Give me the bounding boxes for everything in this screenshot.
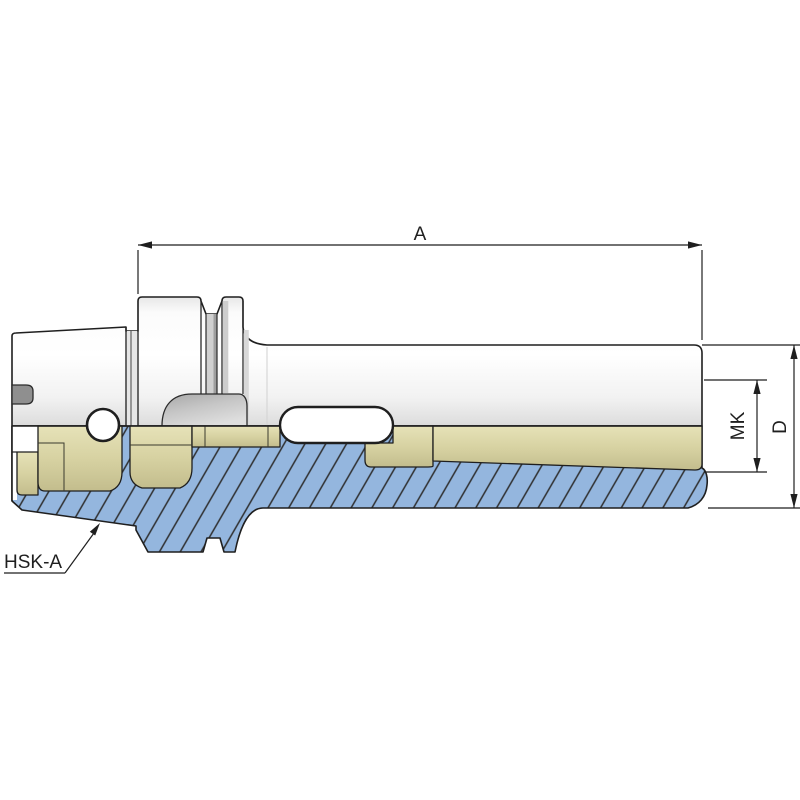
flange-cavity [129, 425, 193, 489]
slot-cavity [364, 425, 434, 468]
hsk-a-label: HSK-A [4, 552, 62, 573]
internal-cavities [16, 425, 703, 496]
ring2-left-shading [222, 301, 229, 393]
dim-a-arrow-right [688, 241, 702, 249]
shank-bore-mouth [12, 426, 38, 500]
dim-mk-arrow-bottom [753, 458, 761, 472]
side-hole [85, 407, 121, 443]
upper-silhouette [11, 296, 703, 427]
shank-cavity [37, 425, 123, 492]
tool-holder-section-half [11, 425, 709, 553]
v-groove-shading [206, 314, 217, 394]
tool-holder-upper-half [11, 296, 703, 427]
shank-cavity-step [38, 442, 65, 491]
shank-face-notch [11, 384, 34, 405]
dim-d-label: D [770, 420, 791, 434]
dim-mk-label: MK [728, 411, 749, 440]
hsk-a-leader-arrow [89, 523, 100, 536]
extraction-slot [278, 405, 395, 445]
dim-d-arrow-bottom [790, 494, 798, 508]
dim-d-arrow-top [790, 345, 798, 359]
v-groove-shadow [213, 314, 217, 394]
neck-shading [243, 330, 249, 426]
dim-a-label: A [414, 224, 427, 245]
cavity-detail-lines [38, 426, 269, 491]
dim-a-arrow-left [138, 241, 152, 249]
clamping-gap-shading [126, 331, 138, 426]
gripper-recess [161, 393, 248, 427]
morse-taper-bore-cavity [432, 425, 703, 471]
hsk-a-callout: HSK-A [4, 523, 100, 574]
dimension-mk [704, 379, 767, 473]
hsk-a-leader-line [64, 532, 95, 574]
dimension-a [137, 241, 703, 340]
dim-mk-arrow-top [753, 380, 761, 394]
shank-cavity-lip [16, 451, 39, 496]
dimension-d [702, 344, 800, 509]
